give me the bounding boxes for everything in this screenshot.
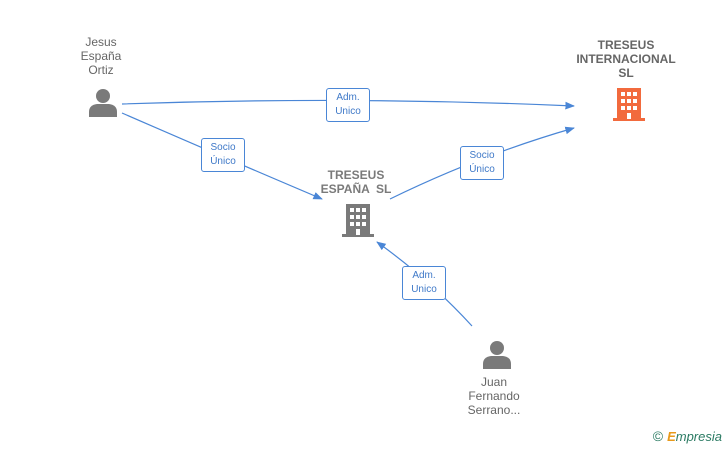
edge-label-juan-espana[interactable]: Adm. Unico [402,266,446,300]
company-label-treseus-internacional: TRESEUS INTERNACIONAL SL [566,38,686,80]
company-name-line: INTERNACIONAL [576,52,676,66]
person-icon[interactable] [88,88,118,118]
edge-label-jesus-espana[interactable]: Socio Único [201,138,245,172]
edge-label-line: Único [210,156,236,167]
edge-label-line: Adm. [336,92,360,103]
edge-label-espana-internacional[interactable]: Socio Único [460,146,504,180]
person-name-line: Jesus [85,35,117,49]
edge-label-line: Socio [210,142,236,153]
person-name-line: Serrano... [467,403,521,417]
edge-label-line: Único [469,164,495,175]
person-name-line: España [80,49,122,63]
company-name-line: SL [618,66,634,80]
empresia-credit[interactable]: ©Empresia [653,428,722,444]
building-icon[interactable] [341,202,375,238]
building-icon[interactable] [612,86,646,122]
person-label-jesus: Jesus España Ortiz [66,35,136,77]
edge-label-line: Socio [469,150,495,161]
company-label-treseus-espana: TRESEUS ESPAÑA SL [306,168,406,196]
empresia-logo-text: mpresia [675,429,722,444]
edge-label-line: Adm. [412,270,436,281]
person-label-juan: Juan Fernando Serrano... [452,375,536,417]
edge-label-jesus-internacional[interactable]: Adm. Unico [326,88,370,122]
empresia-logo-initial: E [667,429,676,444]
company-name-line: ESPAÑA SL [320,182,392,196]
company-name-line: TRESEUS [327,168,385,182]
edge-label-line: Unico [335,106,361,117]
edge-label-line: Unico [411,284,437,295]
person-icon[interactable] [482,340,512,370]
person-name-line: Fernando [468,389,520,403]
person-name-line: Ortiz [88,63,114,77]
copyright-symbol: © [652,428,664,444]
company-name-line: TRESEUS [597,38,655,52]
person-name-line: Juan [480,375,508,389]
